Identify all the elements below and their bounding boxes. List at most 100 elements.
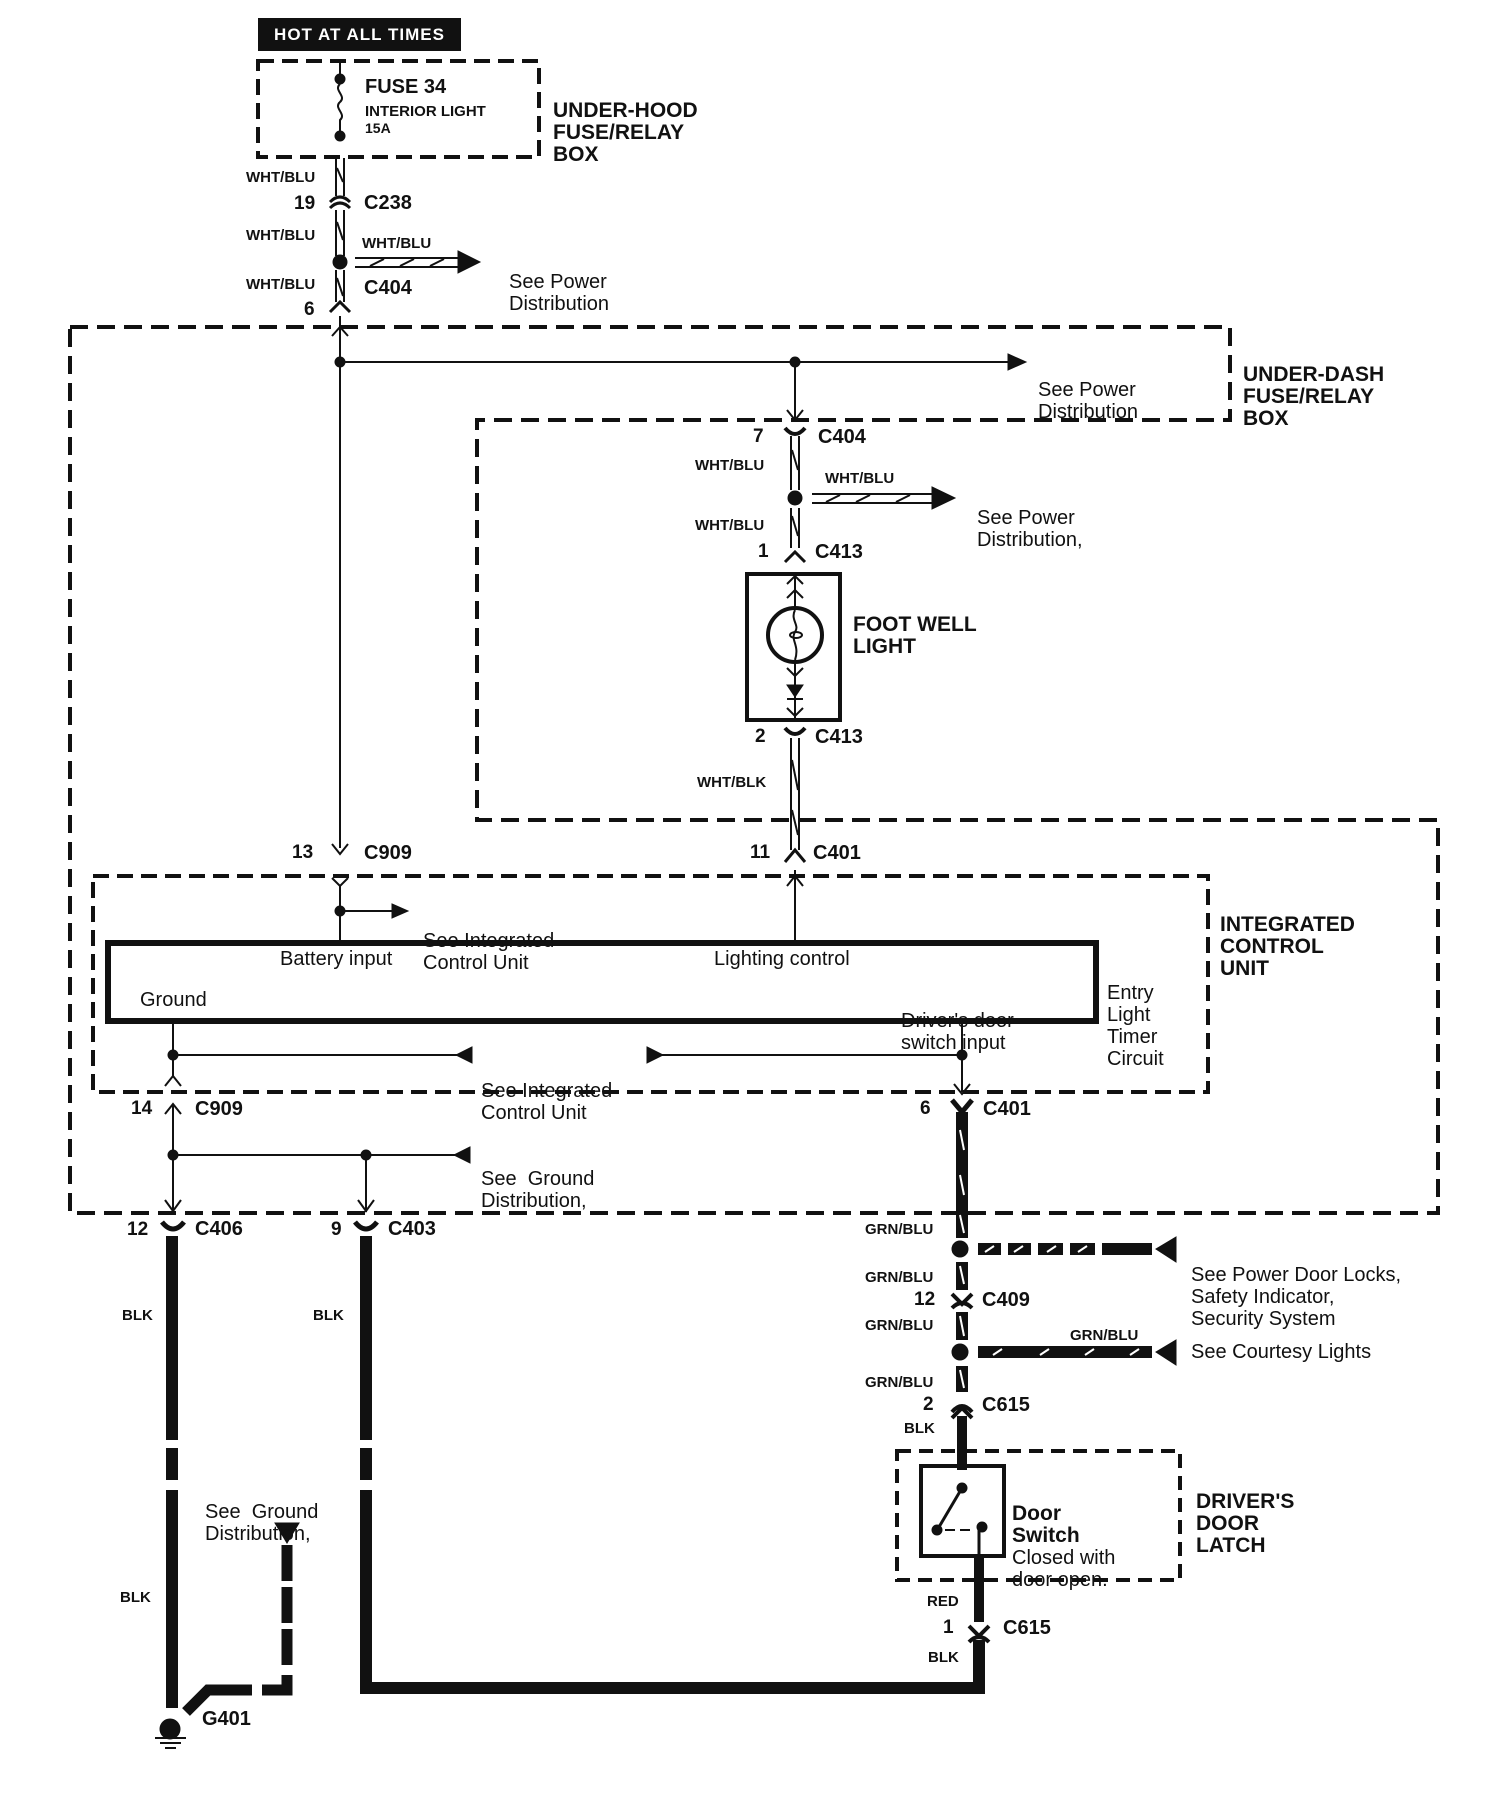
connector-c615-2-icon xyxy=(950,1404,974,1420)
wire-color-label: RED xyxy=(927,1593,959,1610)
ref-courtesy-lights[interactable]: See Courtesy Lights xyxy=(1191,1341,1372,1363)
ref-power-door-locks[interactable]: See Power Door Locks,Safety Indicator,Se… xyxy=(1191,1264,1402,1330)
entry-light-timer-module xyxy=(105,940,1099,1024)
wire-color-label: GRN/BLU xyxy=(1070,1327,1139,1344)
connector-c404-6-icon xyxy=(328,299,352,314)
under-hood-box-outline xyxy=(256,59,541,159)
wire-color-label: GRN/BLU xyxy=(865,1221,934,1238)
connector-c401-11-icon xyxy=(783,847,807,863)
connector-pin: 2 xyxy=(923,1394,934,1415)
connector-id: C413 xyxy=(815,541,863,563)
door-switch-icon xyxy=(937,1487,964,1528)
wire-color-label: WHT/BLU xyxy=(362,235,432,252)
connector-id: C409 xyxy=(982,1289,1030,1311)
wire-color-label: WHT/BLU xyxy=(825,470,895,487)
connector-c404-7-icon xyxy=(783,426,807,436)
connector-id: C404 xyxy=(818,426,866,448)
arrow-power-dist-2 xyxy=(1007,353,1028,371)
arrow-ground-dist-2 xyxy=(274,1522,300,1544)
foot-well-light-box xyxy=(745,572,842,722)
connector-id: C404 xyxy=(364,277,412,299)
connector-pin: 13 xyxy=(292,842,314,863)
connector-c401-6-icon xyxy=(950,1098,974,1116)
ground-g401-label: G401 xyxy=(202,1708,251,1730)
connector-id: C909 xyxy=(195,1098,243,1120)
connector-pin: 6 xyxy=(304,299,315,320)
fuse-rating: 15A xyxy=(365,120,391,136)
ground-label: Ground xyxy=(140,989,207,1011)
connector-pin: 1 xyxy=(758,541,769,562)
arrow-courtesy xyxy=(1155,1339,1177,1366)
connector-pin: 2 xyxy=(755,726,766,747)
arrow-icu-2-left xyxy=(454,1046,473,1064)
wire-color-label: WHT/BLU xyxy=(695,517,765,534)
connector-c238-icon xyxy=(328,195,352,210)
connector-id: C413 xyxy=(815,726,863,748)
connector-pin: 12 xyxy=(127,1219,149,1240)
connector-c909-13-icon xyxy=(331,843,349,856)
connector-c413-2-icon xyxy=(783,726,807,736)
connector-pin: 1 xyxy=(943,1617,954,1638)
wire-color-label: WHT/BLU xyxy=(246,227,316,244)
connector-c615-1-icon xyxy=(967,1624,991,1644)
connector-id: C615 xyxy=(982,1394,1030,1416)
wire-color-label: BLK xyxy=(122,1307,153,1324)
wire-color-label: WHT/BLU xyxy=(246,276,316,293)
ground-g401-icon xyxy=(159,1718,181,1740)
arrow-power-dist-1 xyxy=(457,250,482,274)
wire-color-label: WHT/BLK xyxy=(697,774,767,791)
arrow-power-dist-3 xyxy=(931,486,957,510)
wire-color-label: GRN/BLU xyxy=(865,1269,934,1286)
connector-pin: 9 xyxy=(331,1219,342,1240)
connector-id: C238 xyxy=(364,192,412,214)
fuse-name: FUSE 34 xyxy=(365,76,447,98)
wire-color-label: WHT/BLU xyxy=(695,457,765,474)
connector-pin: 7 xyxy=(753,426,764,447)
door-switch-box xyxy=(919,1464,1006,1558)
arrow-icu-2-right xyxy=(646,1046,665,1064)
connector-id: C406 xyxy=(195,1218,243,1240)
connector-pin: 14 xyxy=(131,1098,153,1119)
door-latch-box-outline xyxy=(895,1449,1182,1582)
wire-color-label: BLK xyxy=(904,1420,935,1437)
connector-pin: 6 xyxy=(920,1098,931,1119)
connector-id: C403 xyxy=(388,1218,436,1240)
battery-input-label: Battery input xyxy=(280,948,393,970)
connector-id: C401 xyxy=(983,1098,1031,1120)
lighting-control-label: Lighting control xyxy=(714,948,850,970)
wire-color-label: BLK xyxy=(928,1649,959,1666)
wire-color-label: GRN/BLU xyxy=(865,1317,934,1334)
connector-id: C615 xyxy=(1003,1617,1051,1639)
wire-color-label: WHT/BLU xyxy=(246,169,316,186)
connector-pin: 12 xyxy=(914,1289,936,1310)
connector-pin: 11 xyxy=(750,842,771,863)
under-dash-box-outline xyxy=(68,325,1440,1215)
diode-icon xyxy=(786,684,804,698)
connector-pin: 19 xyxy=(294,193,316,214)
arrow-ground-dist-1 xyxy=(452,1146,471,1164)
arrow-icu-1 xyxy=(391,903,410,919)
connector-id: C909 xyxy=(364,842,412,864)
fuse-icon xyxy=(337,83,343,131)
connector-c406-icon xyxy=(160,1220,186,1232)
wire-color-label: GRN/BLU xyxy=(865,1374,934,1391)
icu-box-outline xyxy=(91,874,1210,1094)
connector-c403-icon xyxy=(353,1220,379,1232)
